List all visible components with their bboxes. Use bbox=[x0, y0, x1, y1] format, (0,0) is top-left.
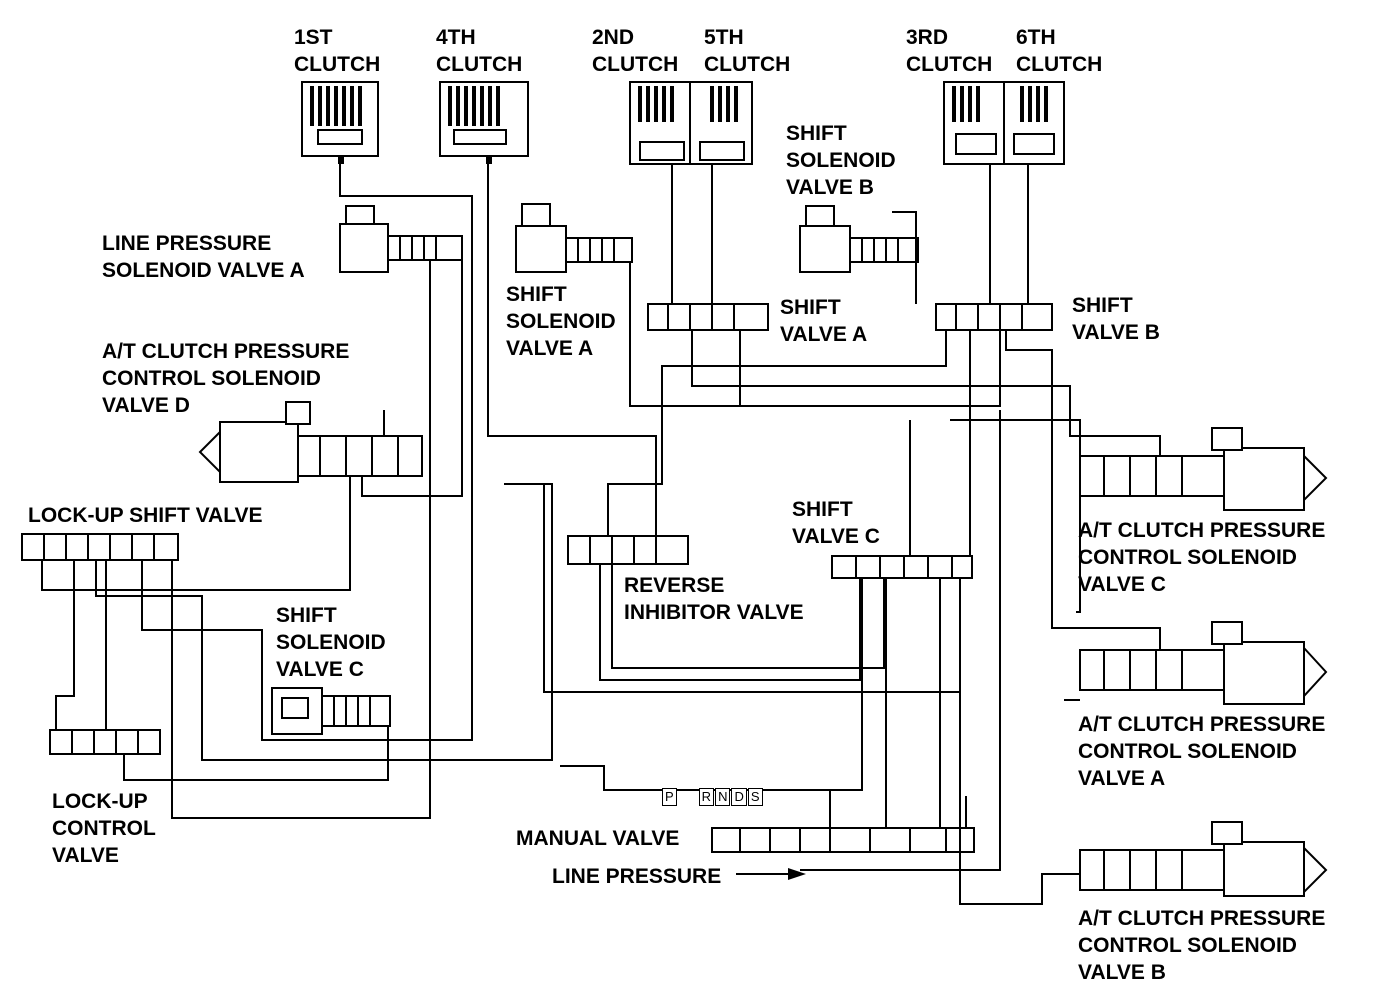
at-clutch-solenoid-b bbox=[1079, 821, 1328, 897]
shift-solenoid-c bbox=[271, 687, 391, 735]
reverse-inhibitor-valve-body bbox=[567, 535, 689, 565]
label-line-pressure: LINE PRESSURE bbox=[552, 865, 722, 888]
gear-p: P bbox=[662, 788, 677, 806]
shift-solenoid-b bbox=[799, 205, 919, 273]
at-clutch-solenoid-a bbox=[1079, 621, 1328, 705]
line-pressure-arrow-icon bbox=[736, 868, 806, 880]
gear-n: N bbox=[715, 788, 731, 806]
shift-valve-a-body bbox=[647, 303, 769, 331]
label-lockup-shift-valve: LOCK-UP SHIFT VALVE bbox=[28, 504, 263, 527]
gear-s: S bbox=[747, 788, 763, 806]
manual-valve-body bbox=[711, 827, 975, 853]
shift-valve-b-body bbox=[935, 303, 1053, 331]
at-clutch-solenoid-c bbox=[1079, 427, 1328, 511]
gear-r: R bbox=[698, 788, 715, 806]
clutch-4th bbox=[439, 81, 529, 164]
gear-d: D bbox=[731, 788, 747, 806]
at-clutch-solenoid-d bbox=[198, 401, 423, 483]
hydraulic-lines bbox=[41, 164, 1161, 905]
line-pressure-solenoid-a bbox=[339, 205, 463, 273]
clutch-2nd-5th bbox=[629, 81, 753, 165]
clutch-3rd-6th bbox=[943, 81, 1065, 165]
lockup-shift-valve-body bbox=[21, 533, 179, 561]
lockup-control-valve-body bbox=[49, 729, 161, 755]
shift-valve-c-body bbox=[831, 555, 973, 579]
label-manual-valve: MANUAL VALVE bbox=[516, 827, 680, 850]
gear-selector: P R N D S bbox=[662, 788, 764, 806]
clutch-1st bbox=[301, 81, 379, 164]
shift-solenoid-a bbox=[515, 203, 633, 273]
